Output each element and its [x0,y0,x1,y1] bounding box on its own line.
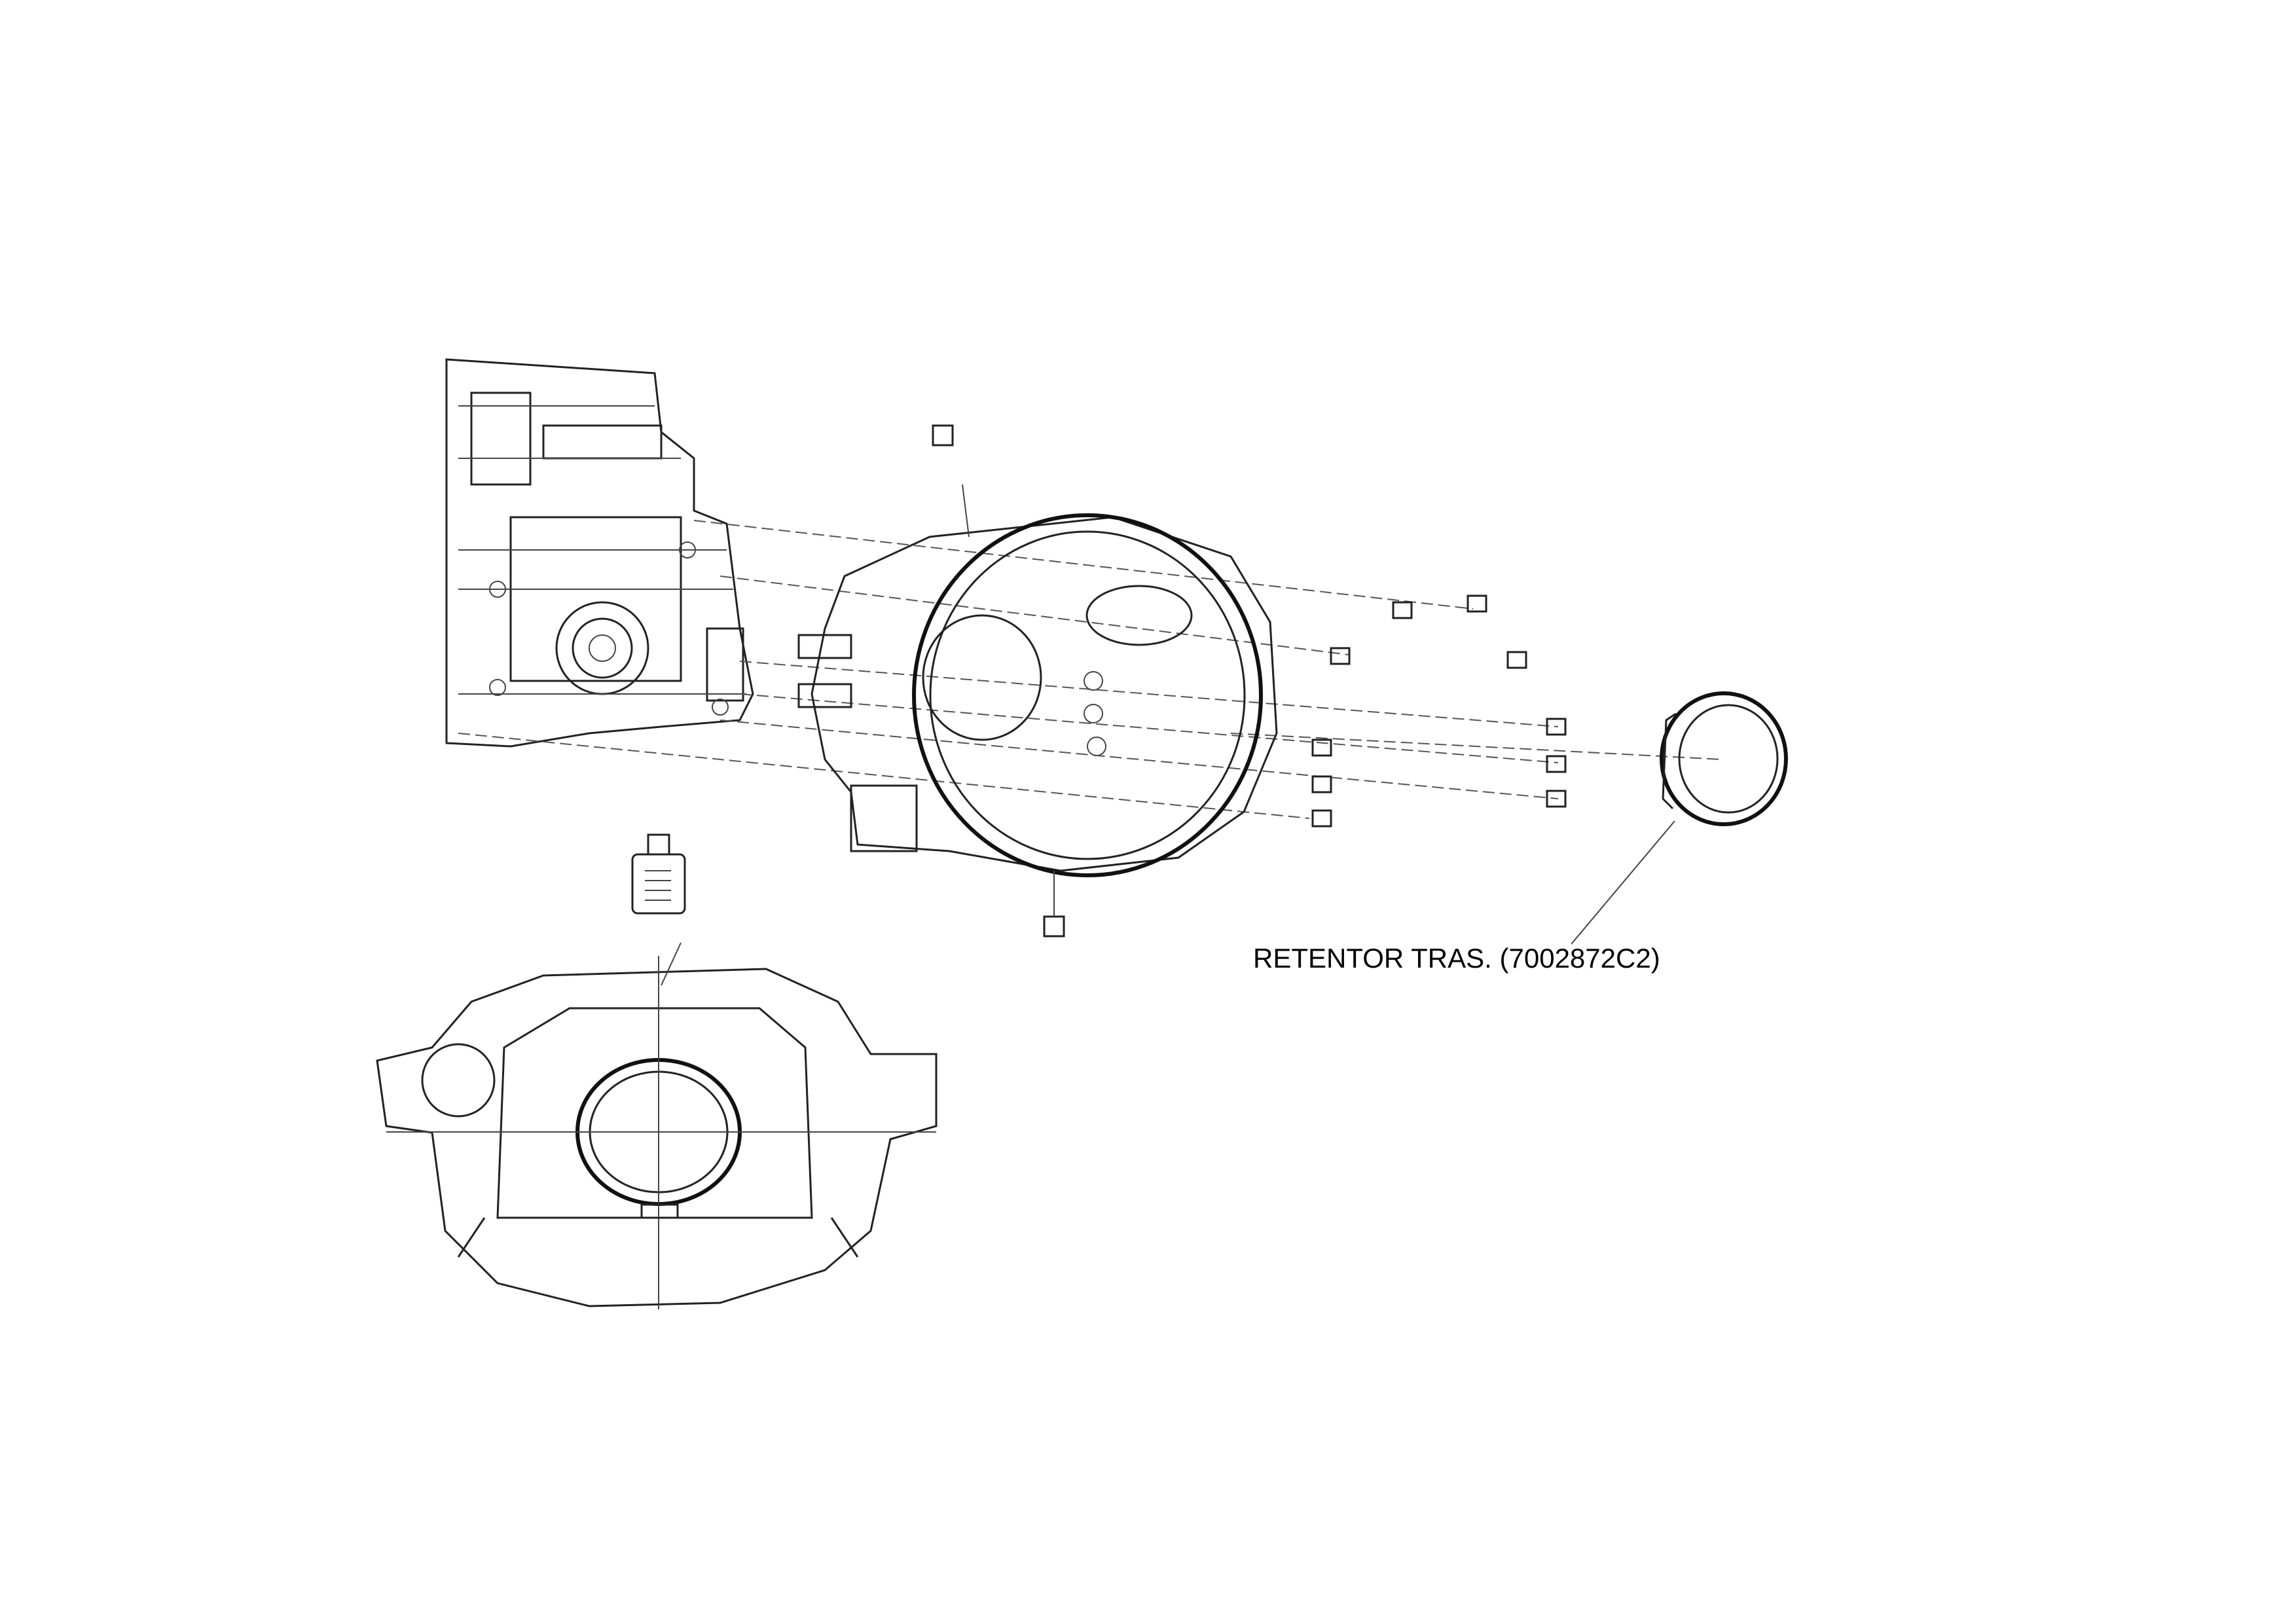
housing-front-view [376,942,938,1309]
engine-block [445,358,754,748]
alignment-lines [458,520,1722,819]
bolts [1311,594,1567,828]
rear-seal-ring [1571,691,1788,945]
seal-leader-line [1571,820,1675,945]
sealant-bottle-icon [631,833,686,915]
callout-retentor-tras: RETENTOR TRAS. (7002872C2) [1253,943,1660,974]
flywheel-housing [797,424,1278,938]
